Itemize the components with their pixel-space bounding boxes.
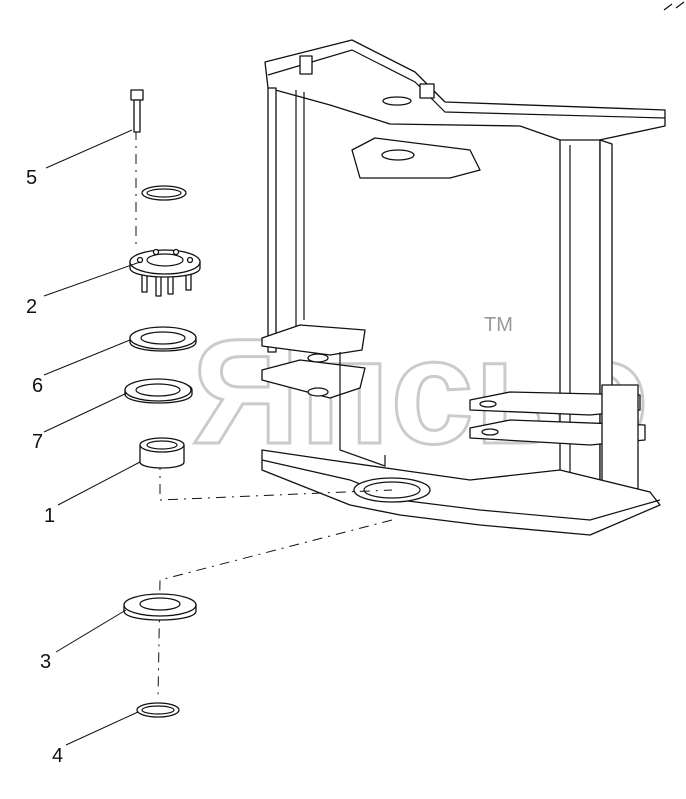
upper-bracket xyxy=(351,137,481,179)
callout-4: 4 xyxy=(52,745,63,767)
corner-mark xyxy=(663,1,685,11)
part-5-bolt xyxy=(130,89,144,133)
frame-assembly xyxy=(261,39,666,536)
callout-2: 2 xyxy=(26,296,37,318)
watermark-trademark: TM xyxy=(484,314,513,336)
callout-3: 3 xyxy=(40,651,51,673)
callout-5: 5 xyxy=(26,167,37,189)
callout-7: 7 xyxy=(32,431,43,453)
part-7-shim xyxy=(124,378,193,404)
part-1-bushing xyxy=(139,437,185,469)
left-bracket-lower xyxy=(261,359,366,399)
frame-top-plate xyxy=(264,39,666,143)
assembly-axis-middle xyxy=(159,460,393,501)
part-6-gasket xyxy=(129,326,197,352)
callout-6: 6 xyxy=(32,375,43,397)
part-seal-ring-upper xyxy=(141,185,187,201)
callout-1: 1 xyxy=(44,505,55,527)
leader-lines xyxy=(43,129,141,746)
part-4-seal-ring xyxy=(136,702,180,718)
right-post xyxy=(559,139,601,501)
assembly-axis-lower xyxy=(157,519,393,701)
part-3-flange-bearing xyxy=(123,593,197,621)
left-post xyxy=(267,87,277,353)
right-bracket-upper xyxy=(469,391,641,416)
left-bracket-upper xyxy=(261,324,366,356)
frame-base-plate xyxy=(261,449,661,536)
callout-labels: 5 2 6 7 1 3 4 xyxy=(26,167,63,767)
right-bracket-lower xyxy=(469,419,646,446)
part-2-stud-flange xyxy=(129,248,201,297)
